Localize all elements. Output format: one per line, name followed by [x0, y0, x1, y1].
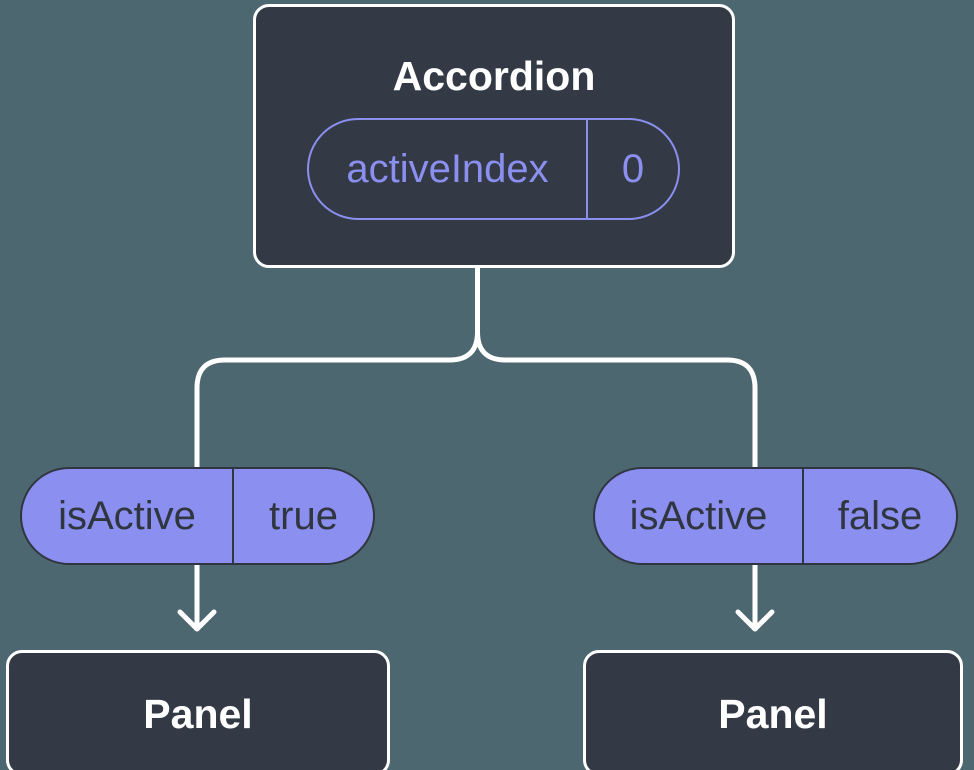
arrow-down-icon	[177, 609, 217, 632]
prop-pill-value: true	[269, 493, 338, 538]
accordion-node: Accordion activeIndex 0	[253, 4, 735, 268]
panel-node-left: Panel	[6, 650, 390, 770]
connector-right-branch	[475, 261, 758, 632]
prop-pill-value: false	[837, 493, 923, 538]
prop-pill-name: isActive	[629, 493, 768, 538]
state-pill-name: activeIndex	[346, 146, 549, 191]
accordion-node-title: Accordion	[392, 53, 596, 99]
state-pill-value: 0	[621, 146, 645, 191]
connector-left-branch	[194, 261, 480, 632]
panel-node-title: Panel	[718, 691, 828, 737]
arrow-down-icon	[735, 609, 775, 632]
state-pill-divider	[586, 120, 588, 218]
prop-pill-right: isActive false	[593, 467, 958, 565]
panel-node-title: Panel	[143, 691, 253, 737]
state-pill: activeIndex 0	[307, 118, 680, 220]
panel-node-right: Panel	[583, 650, 963, 770]
prop-pill-left: isActive true	[20, 467, 375, 565]
prop-pill-divider	[232, 469, 234, 563]
prop-pill-divider	[802, 469, 804, 563]
prop-pill-name: isActive	[58, 493, 196, 538]
